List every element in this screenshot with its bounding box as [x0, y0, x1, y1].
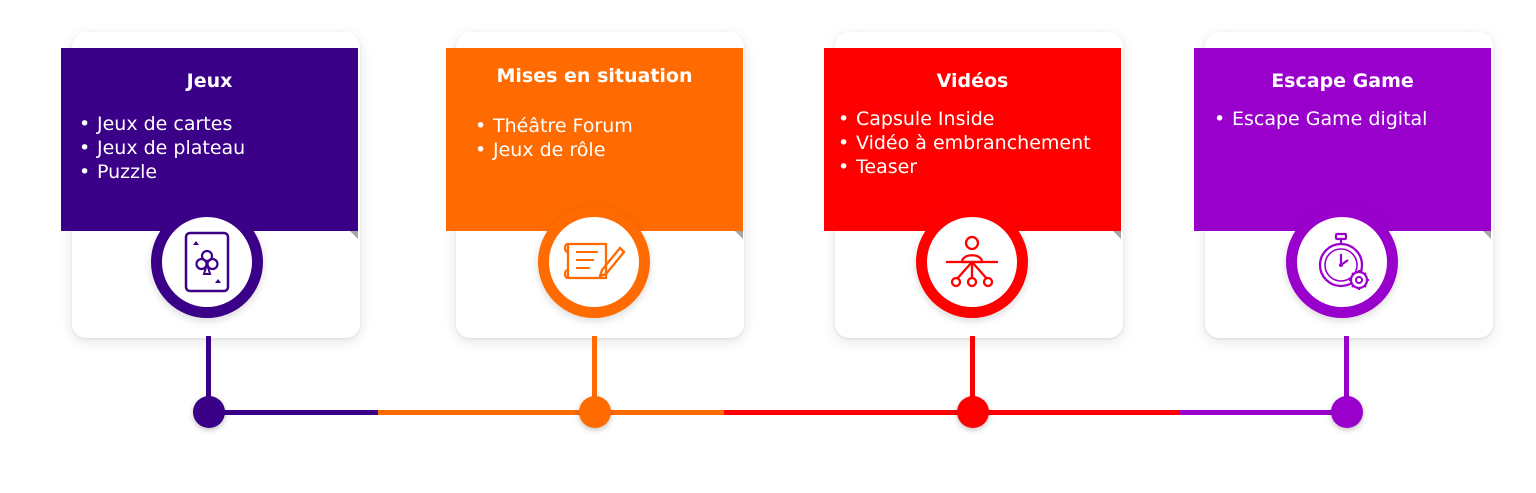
icon-ring-mises-en-situation [538, 206, 650, 318]
timeline-segment-jeux [208, 410, 378, 415]
timeline-dot-jeux [193, 396, 225, 428]
card-title-escape-game: Escape Game [1271, 70, 1414, 92]
timeline-dot-mises-en-situation [579, 396, 611, 428]
timeline-dot-escape-game [1331, 396, 1363, 428]
stopwatch-gear-icon [1318, 232, 1369, 290]
banner-jeux: Jeux Jeux de cartes Jeux de plateau Puzz… [61, 48, 358, 231]
banner-fold [1483, 231, 1491, 239]
connector-escape-game [1344, 336, 1349, 412]
playing-card-club-icon [184, 231, 230, 293]
banner-fold [735, 231, 743, 239]
banner-escape-game: Escape Game Escape Game digital [1194, 48, 1491, 231]
icon-ring-escape-game [1286, 206, 1398, 318]
connector-videos [970, 336, 975, 412]
list-item: Jeux de rôle [475, 138, 743, 162]
timeline-segment-mises-en-situation [378, 410, 724, 415]
list-item: Escape Game digital [1214, 107, 1491, 131]
banner-videos: Vidéos Capsule Inside Vidéo à embranchem… [824, 48, 1121, 231]
icon-ring-jeux [151, 206, 263, 318]
list-item: Teaser [838, 155, 1121, 179]
item-list-jeux: Jeux de cartes Jeux de plateau Puzzle [61, 112, 358, 184]
card-title-mises-en-situation: Mises en situation [496, 65, 693, 87]
timeline-segment-videos [724, 410, 1180, 415]
card-title-jeux: Jeux [186, 70, 233, 92]
timeline-dot-videos [957, 396, 989, 428]
timeline-segment-escape-game [1180, 410, 1346, 415]
list-item: Théâtre Forum [475, 114, 743, 138]
banner-fold [350, 231, 358, 239]
banner-mises-en-situation: Mises en situation Théâtre Forum Jeux de… [446, 48, 743, 231]
banner-fold [1113, 231, 1121, 239]
item-list-escape-game: Escape Game digital [1194, 107, 1491, 131]
list-item: Vidéo à embranchement [838, 131, 1121, 155]
list-item: Capsule Inside [838, 107, 1121, 131]
list-item: Puzzle [79, 160, 358, 184]
card-title-videos: Vidéos [936, 70, 1009, 92]
item-list-mises-en-situation: Théâtre Forum Jeux de rôle [446, 114, 743, 162]
list-item: Jeux de plateau [79, 136, 358, 160]
item-list-videos: Capsule Inside Vidéo à embranchement Tea… [824, 107, 1121, 179]
network-nodes-icon [946, 235, 998, 288]
list-item: Jeux de cartes [79, 112, 358, 136]
scroll-pencil-icon [563, 242, 626, 280]
connector-jeux [206, 336, 211, 412]
connector-mises-en-situation [592, 336, 597, 412]
icon-ring-videos [916, 206, 1028, 318]
